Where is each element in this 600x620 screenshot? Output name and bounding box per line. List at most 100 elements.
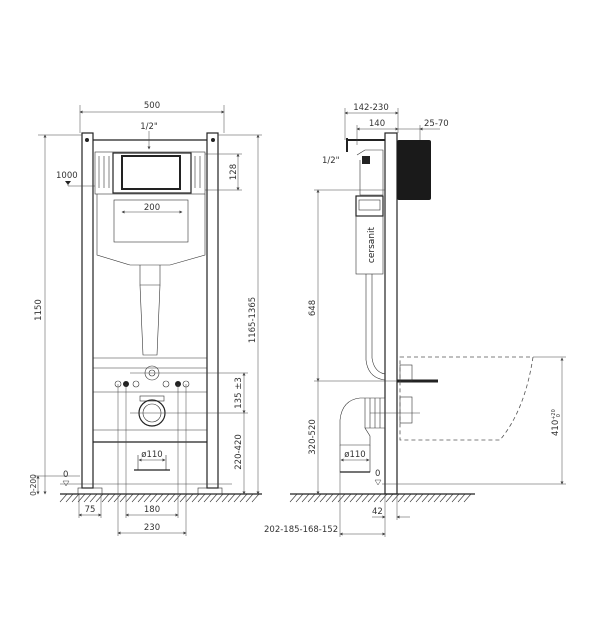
zero-level-side: 0 [375,469,380,479]
hatch-line [349,493,358,503]
side-frame-upright [384,132,398,495]
hatch-line [415,493,424,503]
hatch-line [149,493,158,503]
dim-width-500: 500 [144,101,160,111]
hatch-line [319,493,328,503]
dim-button-width: 200 [144,203,160,213]
hatch-line [197,493,206,503]
dim-outlet-spacing: 135 ±3 [234,377,244,408]
dim-wall-range: 25-70 [424,119,449,129]
cistern-side: cersanit [355,195,386,381]
dim-bolt-spacing: 230 [144,523,160,533]
flush-panel [397,140,431,200]
hatch-line [463,493,472,503]
hatch-line [385,493,394,503]
hatch-line [439,493,448,503]
brand-label: cersanit [367,226,377,263]
hatch-line [451,493,460,503]
hatch-line [397,493,406,503]
hatch-line [445,493,454,503]
hatch-line [379,493,388,503]
dim-depth: 140 [369,119,385,129]
side-view: 1/2" cersanit 142-230 140 25-70 [264,103,566,537]
hatch-line [337,493,346,503]
toilet-bowl-outline [399,356,534,441]
dim-level-1000: 1000 [56,171,78,181]
dim-pipe-side: ø110 [344,450,365,460]
zero-level-front: 0 [63,470,68,480]
dim-depth-range: 142-230 [353,103,389,113]
dim-outlet-height: 220-420 [234,434,244,470]
hatch-line [131,493,140,503]
dim-height-range: 1165-1365 [248,297,258,343]
hatch-line [143,493,152,503]
hatch-line [367,493,376,503]
hatch-line [343,493,352,503]
hatch-line [239,493,248,503]
hatch-line [361,493,370,503]
dim-offset-range: 202-185-168-152 [264,525,338,535]
front-view: 500 1/2" 1000 128 200 1150 1165-1365 135… [29,101,262,536]
hatch-line [227,493,236,503]
dim-pipe-front: ø110 [141,450,162,460]
hatch-line [301,493,310,503]
hatch-line [433,493,442,503]
dim-bowl-height: 410+200 [551,409,562,436]
hatch-line [215,493,224,503]
hatch-line [373,493,382,503]
dim-height-1150: 1150 [34,299,44,321]
drain-elbow [339,397,386,473]
foot-left [77,487,103,495]
hatch-line [457,493,466,503]
hatch-line [71,493,80,503]
hatch-line [251,493,260,503]
hatch-line [203,493,212,503]
hatch-line [313,493,322,503]
frame-right-upright [206,132,219,489]
hatch-line [95,493,104,503]
hatch-line [391,493,400,503]
hatch-line [89,493,98,503]
dim-foot-width: 75 [85,505,96,515]
hatch-line [427,493,436,503]
hatch-line [325,493,334,503]
hatch-line [167,493,176,503]
dim-floor-adjust: 0-200 [29,474,38,496]
hatch-line [173,493,182,503]
dim-frame-depth: 42 [372,507,383,517]
hatch-line [83,493,92,503]
dim-inlet-front: 1/2" [140,122,158,132]
hatch-line [113,493,122,503]
hatch-line [421,493,430,503]
dim-height-648: 648 [308,300,318,316]
cistern [94,151,206,356]
dim-outlet-height-side: 320-520 [308,419,318,455]
hatch-line [137,493,146,503]
floor-hatch-front [59,493,262,503]
hatch-line [101,493,110,503]
hatch-line [409,493,418,503]
hatch-line [59,493,68,503]
foot-right [197,487,223,495]
hatch-line [295,493,304,503]
hatch-line [185,493,194,503]
hatch-line [307,493,316,503]
dim-stud-spacing: 180 [144,505,160,515]
hatch-line [245,493,254,503]
hatch-line [107,493,116,503]
dim-inlet-side: 1/2" [322,156,340,166]
hatch-line [65,493,74,503]
hatch-line [221,493,230,503]
floor-hatch-side [289,493,475,503]
hatch-line [233,493,242,503]
hatch-line [155,493,164,503]
hatch-line [355,493,364,503]
hatch-line [403,493,412,503]
hatch-line [161,493,170,503]
hatch-line [289,493,298,503]
dim-button-height: 128 [229,164,239,180]
hatch-line [191,493,200,503]
hatch-line [209,493,218,503]
